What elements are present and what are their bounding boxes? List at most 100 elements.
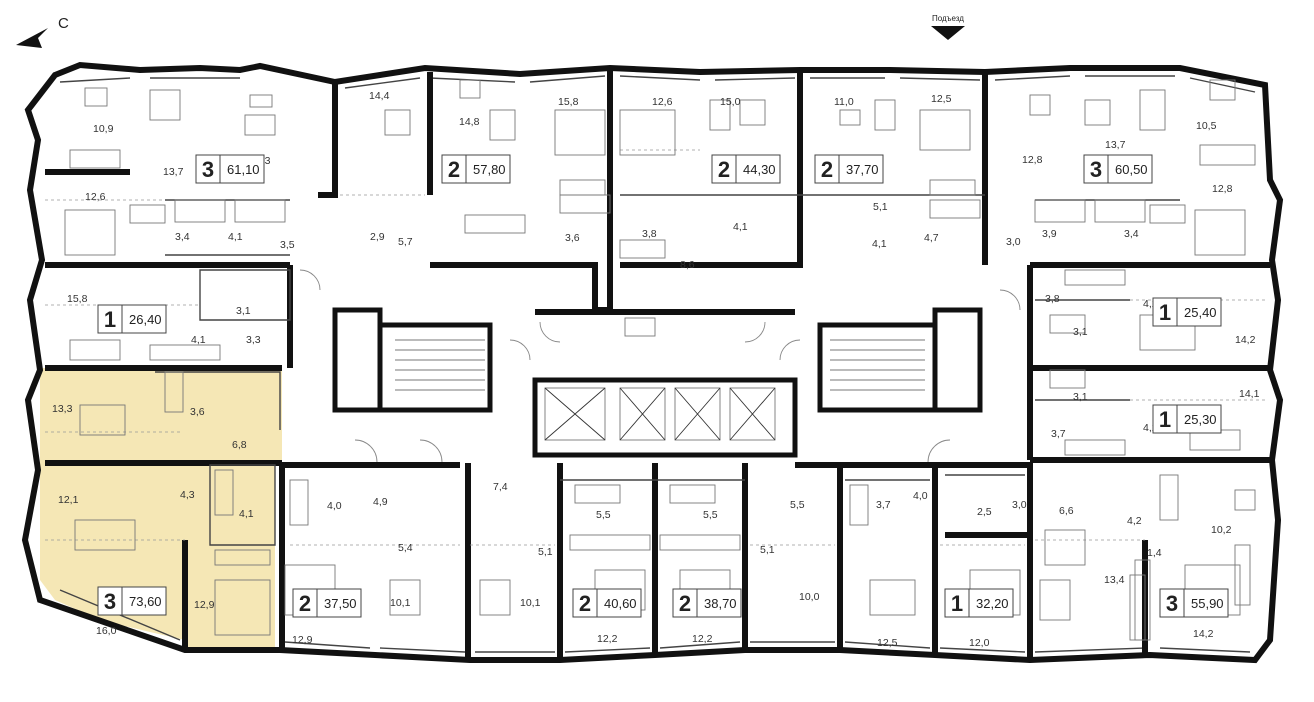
room-area: 4,1 [228,231,243,243]
room-area: 12,2 [597,633,618,645]
svg-text:37,70: 37,70 [846,162,879,177]
room-area: 10,9 [93,123,114,135]
room-area: 5,7 [398,236,413,248]
room-area: 5,5 [790,499,805,511]
room-area: 13,7 [163,166,184,178]
room-area: 13,4 [1104,574,1125,586]
compass-label: С [58,15,69,32]
stair-right [817,322,938,413]
room-area: 3,1 [1073,391,1088,403]
room-area: 12,0 [969,637,990,649]
svg-text:32,20: 32,20 [976,596,1009,611]
room-area: 3,6 [565,232,580,244]
stair-shaft-right [932,307,983,413]
svg-text:26,40: 26,40 [129,312,162,327]
svg-text:1: 1 [951,591,963,616]
room-area: 14,8 [459,116,480,128]
svg-text:2: 2 [679,591,691,616]
room-area: 15,0 [720,96,741,108]
room-area: 14,1 [1239,388,1260,400]
svg-text:38,70: 38,70 [704,596,737,611]
svg-text:1: 1 [1159,300,1171,325]
svg-text:3: 3 [1166,591,1178,616]
room-area: 13,3 [52,403,73,415]
entrance-marker: Подъезд [931,14,965,40]
svg-text:44,30: 44,30 [743,162,776,177]
room-area: 13,7 [1105,139,1126,151]
room-area: 10,1 [390,597,411,609]
svg-text:37,50: 37,50 [324,596,357,611]
room-area: 3,0 [1006,236,1021,248]
room-area: 11,0 [834,96,854,108]
room-area: 12,9 [194,599,215,611]
svg-text:1: 1 [1159,407,1171,432]
wardrobes [129,179,1251,641]
partitions [155,194,1180,546]
stair-shaft-left [332,307,383,413]
room-area: 12,6 [85,191,106,203]
svg-text:57,80: 57,80 [473,162,506,177]
room-area: 4,3 [180,489,195,501]
room-area: 10,0 [799,591,820,603]
room-area: 4,1 [733,221,748,233]
svg-text:40,60: 40,60 [604,596,637,611]
room-area: 5,5 [596,509,611,521]
room-area: 16,0 [96,625,117,637]
zone-lines [45,149,1265,546]
room-area: 5,1 [538,546,553,558]
entrance-arrow-icon [931,26,965,40]
room-area: 6,6 [1059,505,1074,517]
room-area: 4,0 [913,490,928,502]
furniture [64,79,1256,641]
room-area: 14,2 [1193,628,1214,640]
room-area: 3,4 [175,231,190,243]
room-area: 4,1 [239,508,254,520]
room-area: 14,4 [369,90,390,102]
room-area: 4,7 [924,232,939,244]
svg-text:1: 1 [104,307,116,332]
room-labels: 10,9 13,7 12,3 12,6 3,4 4,1 3,5 14,4 14,… [52,90,1260,649]
room-area: 4,1 [191,334,206,346]
room-area: 10,2 [1211,524,1232,536]
room-area: 10,1 [520,597,541,609]
room-area: 15,8 [67,293,88,305]
room-area: 6,8 [232,439,247,451]
room-area: 3,8 [642,228,657,240]
room-area: 3,0 [1012,499,1027,511]
svg-text:2: 2 [448,157,460,182]
room-area: 3,1 [236,305,251,317]
svg-text:3: 3 [202,157,214,182]
highlighted-apartment[interactable] [40,368,282,650]
room-area: 5,1 [760,544,775,556]
room-area: 5,1 [873,201,888,213]
interior-walls [45,70,1270,660]
room-area: 2,5 [977,506,992,518]
room-area: 12,1 [58,494,79,506]
svg-text:2: 2 [718,157,730,182]
room-area: 8,6 [680,259,695,271]
room-area: 3,1 [1073,326,1088,338]
room-area: 12,9 [292,634,313,646]
room-area: 12,5 [877,637,898,649]
room-area: 4,9 [373,496,388,508]
room-area: 12,2 [692,633,713,645]
room-area: 5,4 [398,542,413,554]
lift-shafts [544,387,776,441]
room-area: 7,4 [493,481,508,493]
